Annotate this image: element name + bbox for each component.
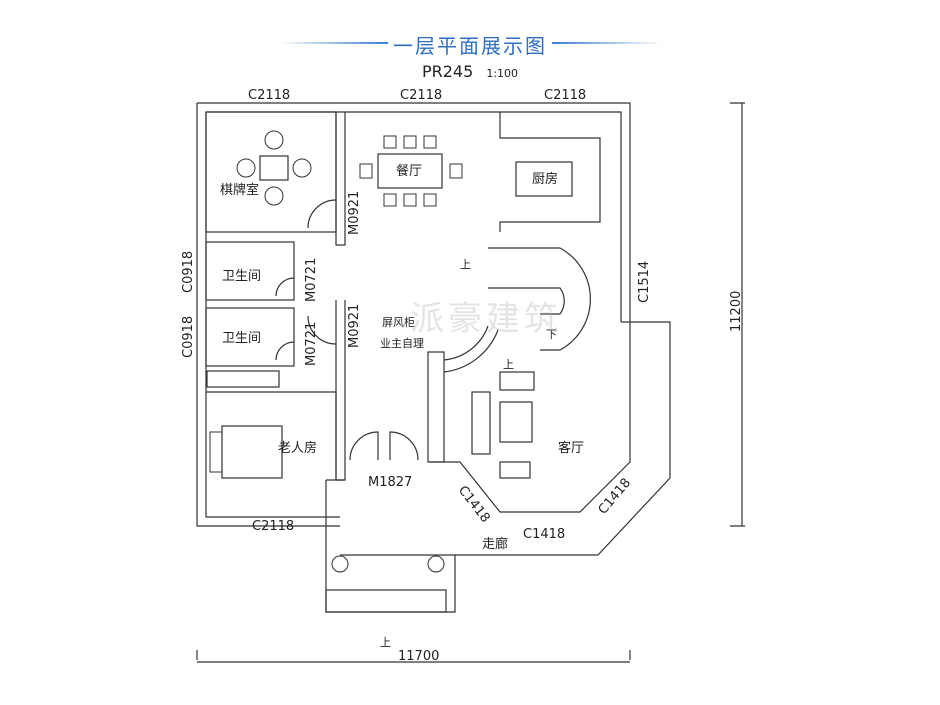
door-entrance-label: M1827: [368, 475, 412, 490]
bathroom-2-label: 卫生间: [222, 331, 261, 346]
spiral-stair-inner: [488, 287, 565, 315]
spiral-stair-outer: [488, 247, 591, 351]
title-bar: 一层平面展示图: [0, 28, 940, 58]
central-wall: [335, 112, 346, 481]
entrance-door-right: [389, 431, 419, 461]
bed-pillow: [209, 431, 223, 473]
stair-up-main: 上: [460, 258, 471, 271]
chess-door-swing: [307, 199, 337, 229]
coffee-table: [499, 401, 533, 443]
window-top-mid-label: C2118: [400, 88, 442, 103]
window-left-upper-label: C0918: [181, 251, 196, 293]
chess-chair: [236, 158, 256, 178]
living-label: 客厅: [558, 440, 584, 456]
elder-room-wall: [206, 391, 337, 480]
sofa: [471, 391, 491, 455]
door-chess-label: M0921: [347, 191, 362, 235]
dimension-depth: 11200: [729, 291, 744, 332]
window-left-lower-label: C0918: [181, 316, 196, 358]
window-top-right-label: C2118: [544, 88, 586, 103]
kitchen-box: [515, 161, 573, 197]
window-bay-left-label: C1418: [455, 483, 493, 525]
screen-cabinet: [427, 351, 445, 463]
bathroom-2-wall: [205, 307, 295, 367]
window-bay-bottom-label: C1418: [523, 527, 565, 542]
dining-chair: [449, 163, 463, 179]
owner-note-label: 业主自理: [380, 337, 424, 350]
chess-chair: [264, 130, 284, 150]
dining-chair: [383, 193, 397, 207]
hall-door-swing: [307, 315, 337, 345]
page-title: 一层平面展示图: [393, 34, 547, 58]
dimension-width: 11700: [398, 649, 439, 664]
window-bay-right-label: C1418: [596, 476, 635, 518]
stair-curve: [443, 329, 499, 373]
window-right-stair-label: C1514: [637, 261, 652, 303]
watermark: 派豪建筑: [410, 299, 562, 339]
chess-chair: [292, 158, 312, 178]
elder-room-label: 老人房: [278, 440, 317, 456]
door-bath2-label: M0721: [304, 322, 319, 366]
stair-down: 下: [546, 328, 557, 341]
chess-table: [259, 155, 289, 181]
corridor-outline: [455, 321, 671, 556]
entrance-door-left: [349, 431, 379, 461]
bath1-door-swing: [275, 277, 295, 297]
stair-curve-inner: [443, 325, 489, 361]
dining-chair: [423, 193, 437, 207]
stair-up-small: 上: [503, 358, 514, 371]
dining-label: 餐厅: [396, 163, 422, 179]
chess-room-label: 棋牌室: [220, 182, 259, 198]
porch-column: [331, 555, 349, 573]
dining-chair: [359, 163, 373, 179]
wardrobe: [206, 370, 280, 388]
outer-wall: [196, 102, 631, 527]
bathroom-1-wall: [205, 241, 295, 301]
plan-scale: 1:100: [486, 67, 519, 80]
chess-chair: [264, 186, 284, 206]
porch-step: [325, 589, 447, 613]
door-hall-label: M0921: [347, 304, 362, 348]
bathroom-1-label: 卫生间: [222, 269, 261, 284]
kitchen-label: 厨房: [532, 171, 558, 187]
dining-chair: [403, 193, 417, 207]
plan-code: PR245: [421, 62, 474, 81]
dim-bottom: [196, 650, 631, 663]
porch: [325, 479, 456, 613]
dining-table: [377, 153, 443, 189]
porch-column: [427, 555, 445, 573]
door-bath1-label: M0721: [304, 258, 319, 302]
corridor-label: 走廊: [482, 536, 508, 552]
title-line-left: [278, 42, 388, 44]
dining-chair: [383, 135, 397, 149]
screen-cabinet-label: 屏风柜: [382, 316, 415, 329]
chess-room-wall: [205, 111, 337, 233]
kitchen-counter: [499, 112, 601, 232]
bed: [221, 425, 283, 479]
dim-right: [730, 102, 745, 527]
armchair-bottom: [499, 461, 531, 479]
dining-chair: [423, 135, 437, 149]
dining-chair: [403, 135, 417, 149]
title-line-right: [552, 42, 662, 44]
window-top-left-label: C2118: [248, 88, 290, 103]
stair-up-entry: 上: [380, 636, 391, 649]
window-bottom-left-label: C2118: [252, 519, 294, 534]
living-bay: [430, 461, 631, 513]
armchair-top: [499, 371, 535, 391]
plan-subtitle: PR245 1:100: [0, 62, 940, 81]
bath2-door-swing: [275, 341, 295, 361]
